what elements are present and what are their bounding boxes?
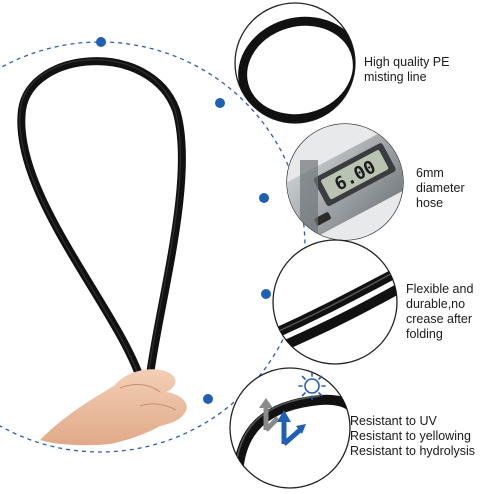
feature-badge-1 bbox=[234, 2, 356, 124]
feature-line: Flexible and bbox=[406, 282, 474, 296]
arc-dot bbox=[259, 193, 269, 203]
feature-line: Resistant to UV bbox=[350, 414, 437, 428]
arc-dot bbox=[261, 289, 271, 299]
feature-line: Resistant to hydrolysis bbox=[350, 444, 476, 458]
tube-cross-section-icon bbox=[238, 16, 355, 123]
blue-arrow-icon bbox=[277, 410, 306, 446]
feature-text-4: Resistant to UV Resistant to yellowing R… bbox=[350, 414, 475, 459]
sun-icon bbox=[298, 372, 326, 400]
feature-line: Resistant to yellowing bbox=[350, 429, 471, 443]
arc-dot bbox=[203, 394, 213, 404]
feature-text-3: Flexible and durable,no crease after fol… bbox=[406, 282, 473, 342]
feature-line: durable,no bbox=[406, 297, 466, 311]
feature-text-2: 6mm diameter hose bbox=[416, 166, 465, 211]
hand bbox=[40, 369, 187, 446]
hose-loop bbox=[17, 57, 186, 379]
feature-badge-4 bbox=[229, 367, 351, 489]
feature-line: High quality PE bbox=[364, 55, 450, 69]
feature-text-1: High quality PE misting line bbox=[364, 55, 449, 85]
feature-line: crease after bbox=[406, 312, 473, 326]
feature-line: folding bbox=[406, 327, 443, 341]
feature-line: misting line bbox=[364, 70, 427, 84]
grey-arrow-icon bbox=[259, 398, 280, 432]
feature-line: 6mm bbox=[416, 166, 444, 180]
arc-dot bbox=[96, 37, 106, 47]
arc-dots bbox=[96, 37, 271, 404]
arc-dot bbox=[215, 98, 225, 108]
feature-line: diameter bbox=[416, 181, 465, 195]
feature-badge-3 bbox=[272, 239, 398, 365]
feature-line: hose bbox=[416, 196, 444, 210]
